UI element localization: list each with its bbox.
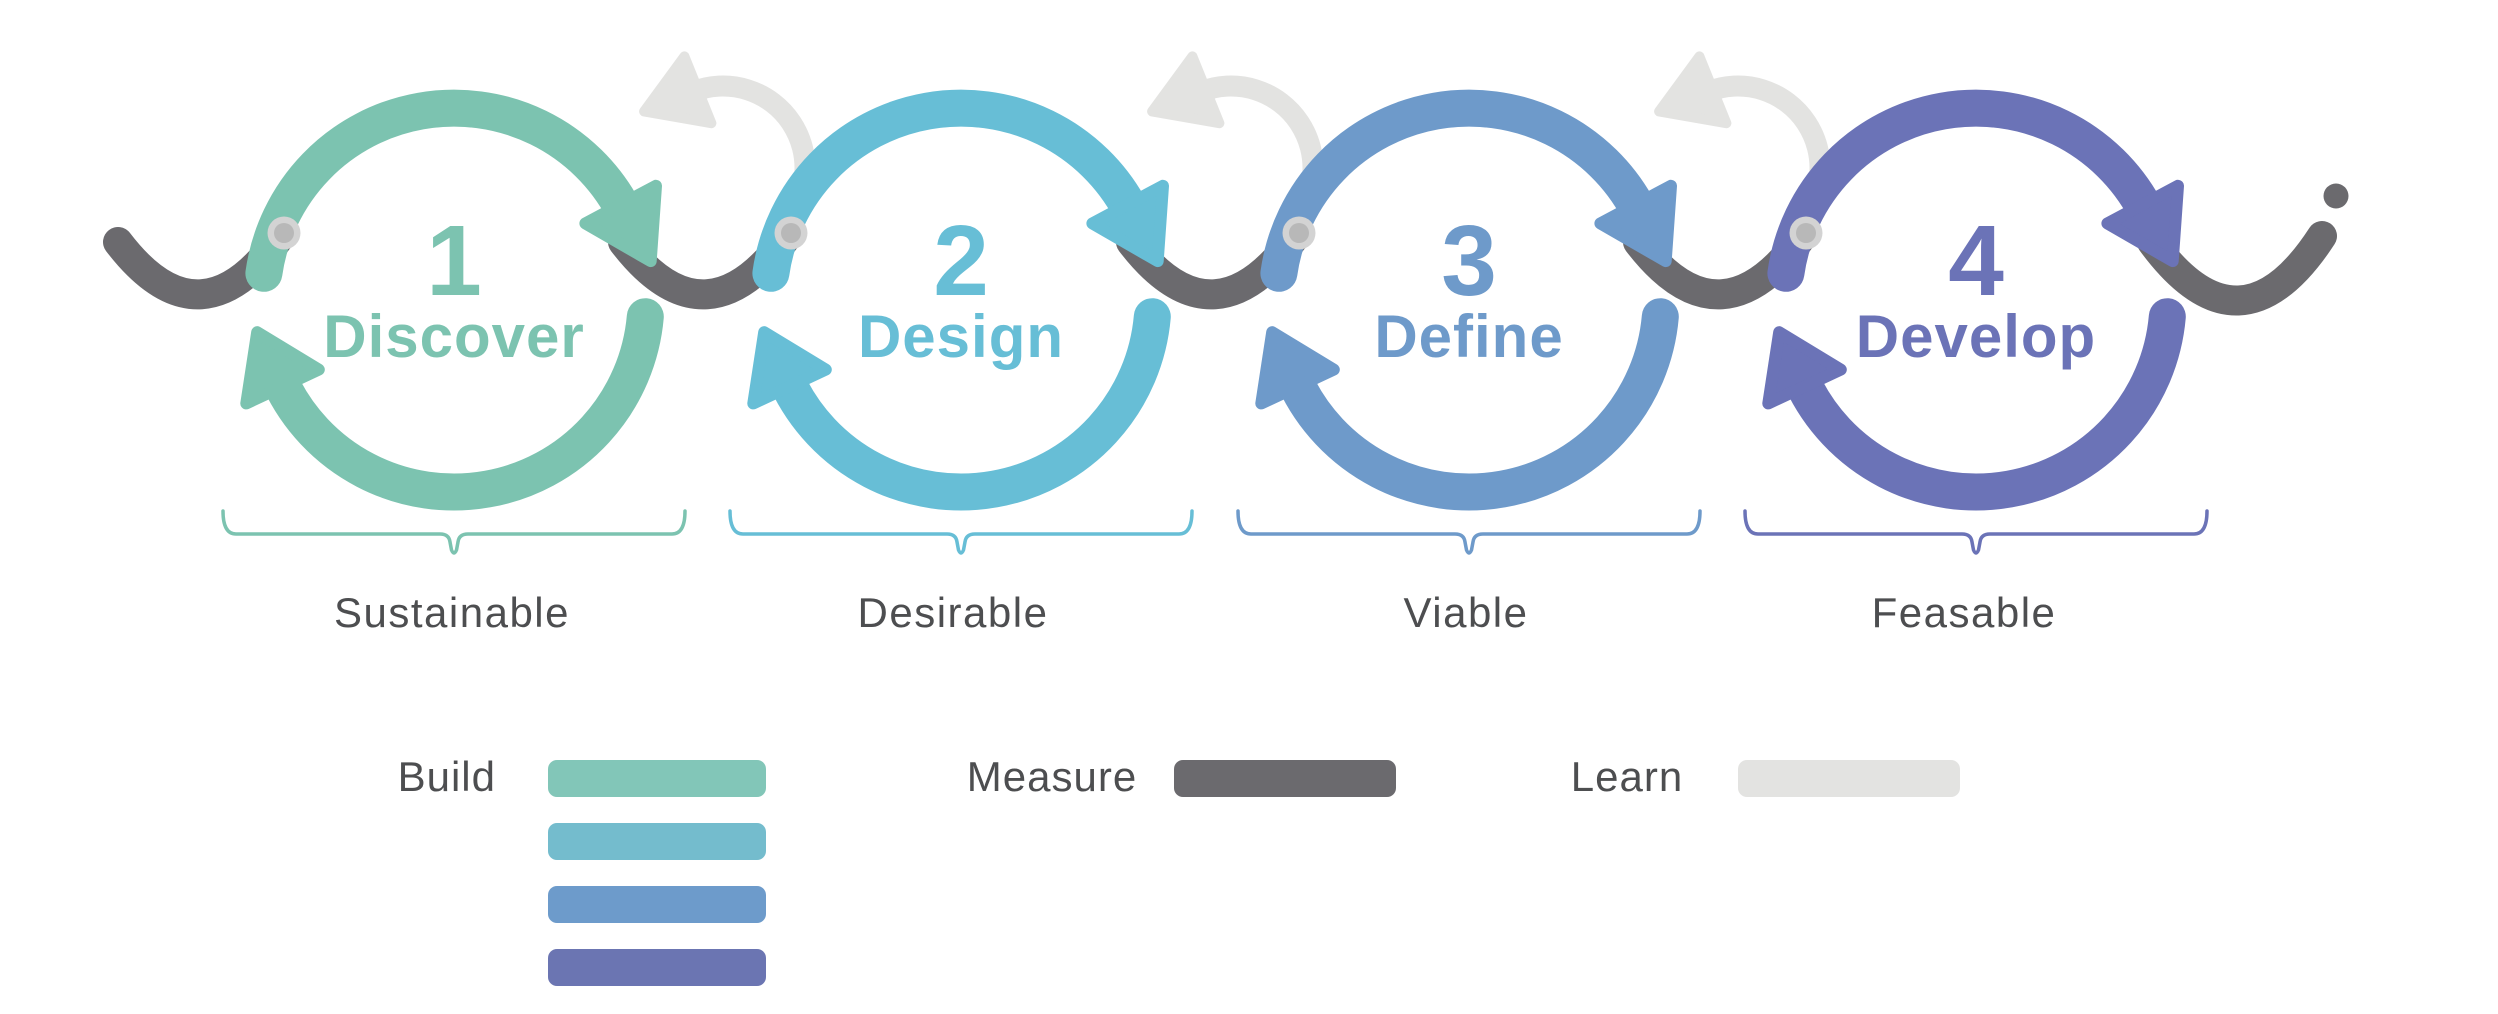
learn-loop-1-arrow-icon: [639, 51, 717, 129]
phase-4-loop: [1762, 89, 2186, 511]
phase-4-top-arrow-icon: [2101, 179, 2184, 268]
phase-2-bottom-arc: [768, 298, 1171, 511]
phase-3-loop: [1255, 89, 1679, 511]
legend-build-swatch-define: [548, 886, 766, 923]
brace-feasable: [1743, 509, 2209, 555]
legend-build-swatch-design: [548, 823, 766, 860]
brace-desirable: [728, 509, 1194, 555]
legend-learn-label: Learn: [1571, 753, 1683, 800]
node-4-inner-icon: [1796, 223, 1816, 243]
phase-3-bottom-arrow-icon: [1255, 326, 1340, 410]
phase-1-bottom-arrow-icon: [240, 326, 325, 410]
phase-3-top-arc: [1260, 89, 1657, 292]
node-1-inner-icon: [274, 223, 294, 243]
phase-1-top-arrow-icon: [579, 179, 662, 268]
legend: Build Measure Learn: [398, 753, 1960, 986]
legend-build-label: Build: [398, 753, 496, 800]
phase-2-name: Design: [858, 303, 1064, 370]
phase-4-bottom-arc: [1783, 298, 2186, 511]
phase-1-number: 1: [426, 205, 482, 317]
phase-1-top-arc: [245, 89, 642, 292]
phase-4-number: 4: [1948, 205, 2004, 317]
phase-4-top-arc: [1767, 89, 2164, 292]
phase-1-bottom-arc: [261, 298, 664, 511]
phase-2-number: 2: [933, 205, 989, 317]
phase-4-bottom-arrow-icon: [1762, 326, 1847, 410]
learn-loop-2-arrow-icon: [1147, 51, 1225, 129]
legend-learn-swatch: [1738, 760, 1960, 797]
legend-build-swatch-develop: [548, 949, 766, 986]
phase-3-bottom-arc: [1276, 298, 1679, 511]
node-2-inner-icon: [781, 223, 801, 243]
legend-measure-swatch: [1174, 760, 1396, 797]
brace-sustainable: [221, 509, 687, 555]
phase-1-loop: [240, 89, 664, 511]
phase-2-top-arrow-icon: [1086, 179, 1169, 268]
phase-2-top-arc: [752, 89, 1149, 292]
node-3-inner-icon: [1289, 223, 1309, 243]
learn-loop-3-arrow-icon: [1654, 51, 1732, 129]
quality-feasable: Feasable: [1872, 589, 2057, 636]
quality-desirable: Desirable: [858, 589, 1049, 636]
phase-texts: 1 Discover 2 Design 3 Define 4 Develop: [323, 205, 2096, 370]
quality-labels: Sustainable Desirable Viable Feasable: [334, 589, 2057, 636]
quality-braces: [221, 509, 2209, 555]
measure-swoosh-trail: [2137, 221, 2337, 316]
phase-2-loop: [747, 89, 1171, 511]
phase-2-bottom-arrow-icon: [747, 326, 832, 410]
phase-3-number: 3: [1441, 205, 1497, 317]
legend-build-swatch-discover: [548, 760, 766, 797]
brace-viable: [1236, 509, 1702, 555]
phase-3-top-arrow-icon: [1594, 179, 1677, 268]
junction-nodes: [267, 216, 1823, 250]
phase-1-name: Discover: [323, 303, 584, 370]
quality-sustainable: Sustainable: [334, 589, 570, 636]
phase-4-name: Develop: [1856, 303, 2096, 370]
phase-3-name: Define: [1374, 303, 1563, 370]
end-dot: [2323, 183, 2349, 209]
quality-viable: Viable: [1404, 589, 1529, 636]
legend-measure-label: Measure: [967, 753, 1137, 800]
